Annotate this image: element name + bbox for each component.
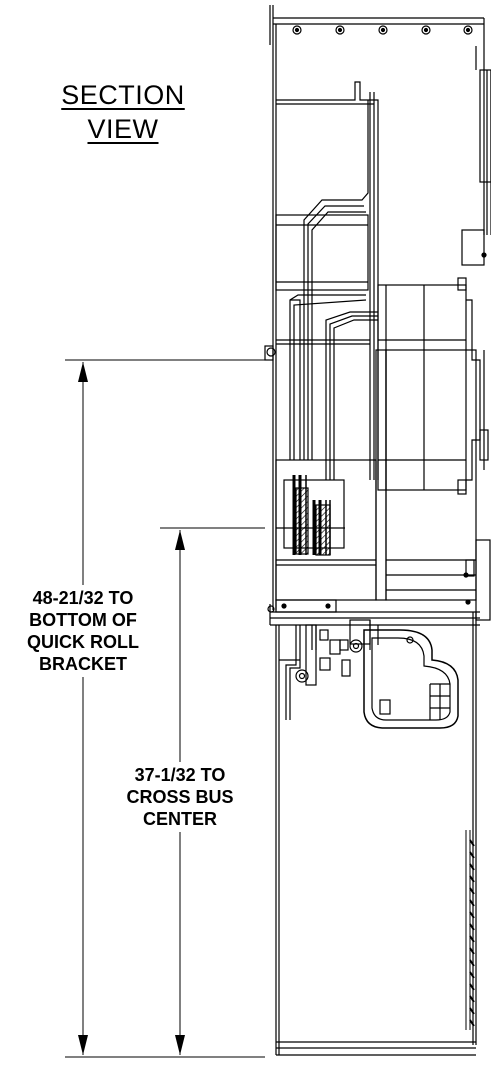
dimension-label-cross-bus-center: 37-1/32 TO CROSS BUS CENTER xyxy=(108,762,252,832)
upper-internals xyxy=(264,81,379,480)
section-title-line-2: VIEW xyxy=(87,114,159,144)
dimension-lines xyxy=(65,359,265,1058)
dimension-label-line: BOTTOM OF xyxy=(29,610,137,630)
enclosure xyxy=(269,5,491,1056)
dimension-label-line: 37-1/32 TO xyxy=(134,765,226,785)
dimension-label-line: CENTER xyxy=(142,809,217,829)
arrowhead-down xyxy=(78,1035,88,1055)
vent-louvers xyxy=(465,830,475,1030)
dimension-label-line: 48-21/32 TO xyxy=(32,588,134,608)
neutral-block xyxy=(375,349,491,621)
dimension-label-line: BRACKET xyxy=(39,654,127,674)
arrowhead-up xyxy=(78,362,88,382)
dimension-label-line: QUICK ROLL xyxy=(27,632,139,652)
cross-bus-area xyxy=(267,459,480,626)
dimension-label-line: CROSS BUS xyxy=(126,787,234,807)
arrowhead-down xyxy=(175,1035,185,1055)
arrowhead-up xyxy=(175,530,185,550)
top-bolts xyxy=(292,25,473,35)
section-title-line-1: SECTION xyxy=(61,80,185,110)
breaker xyxy=(377,229,489,495)
lower-internals xyxy=(279,619,459,729)
dimension-label-quick-roll-bracket: 48-21/32 TO BOTTOM OF QUICK ROLL BRACKET xyxy=(14,585,152,677)
